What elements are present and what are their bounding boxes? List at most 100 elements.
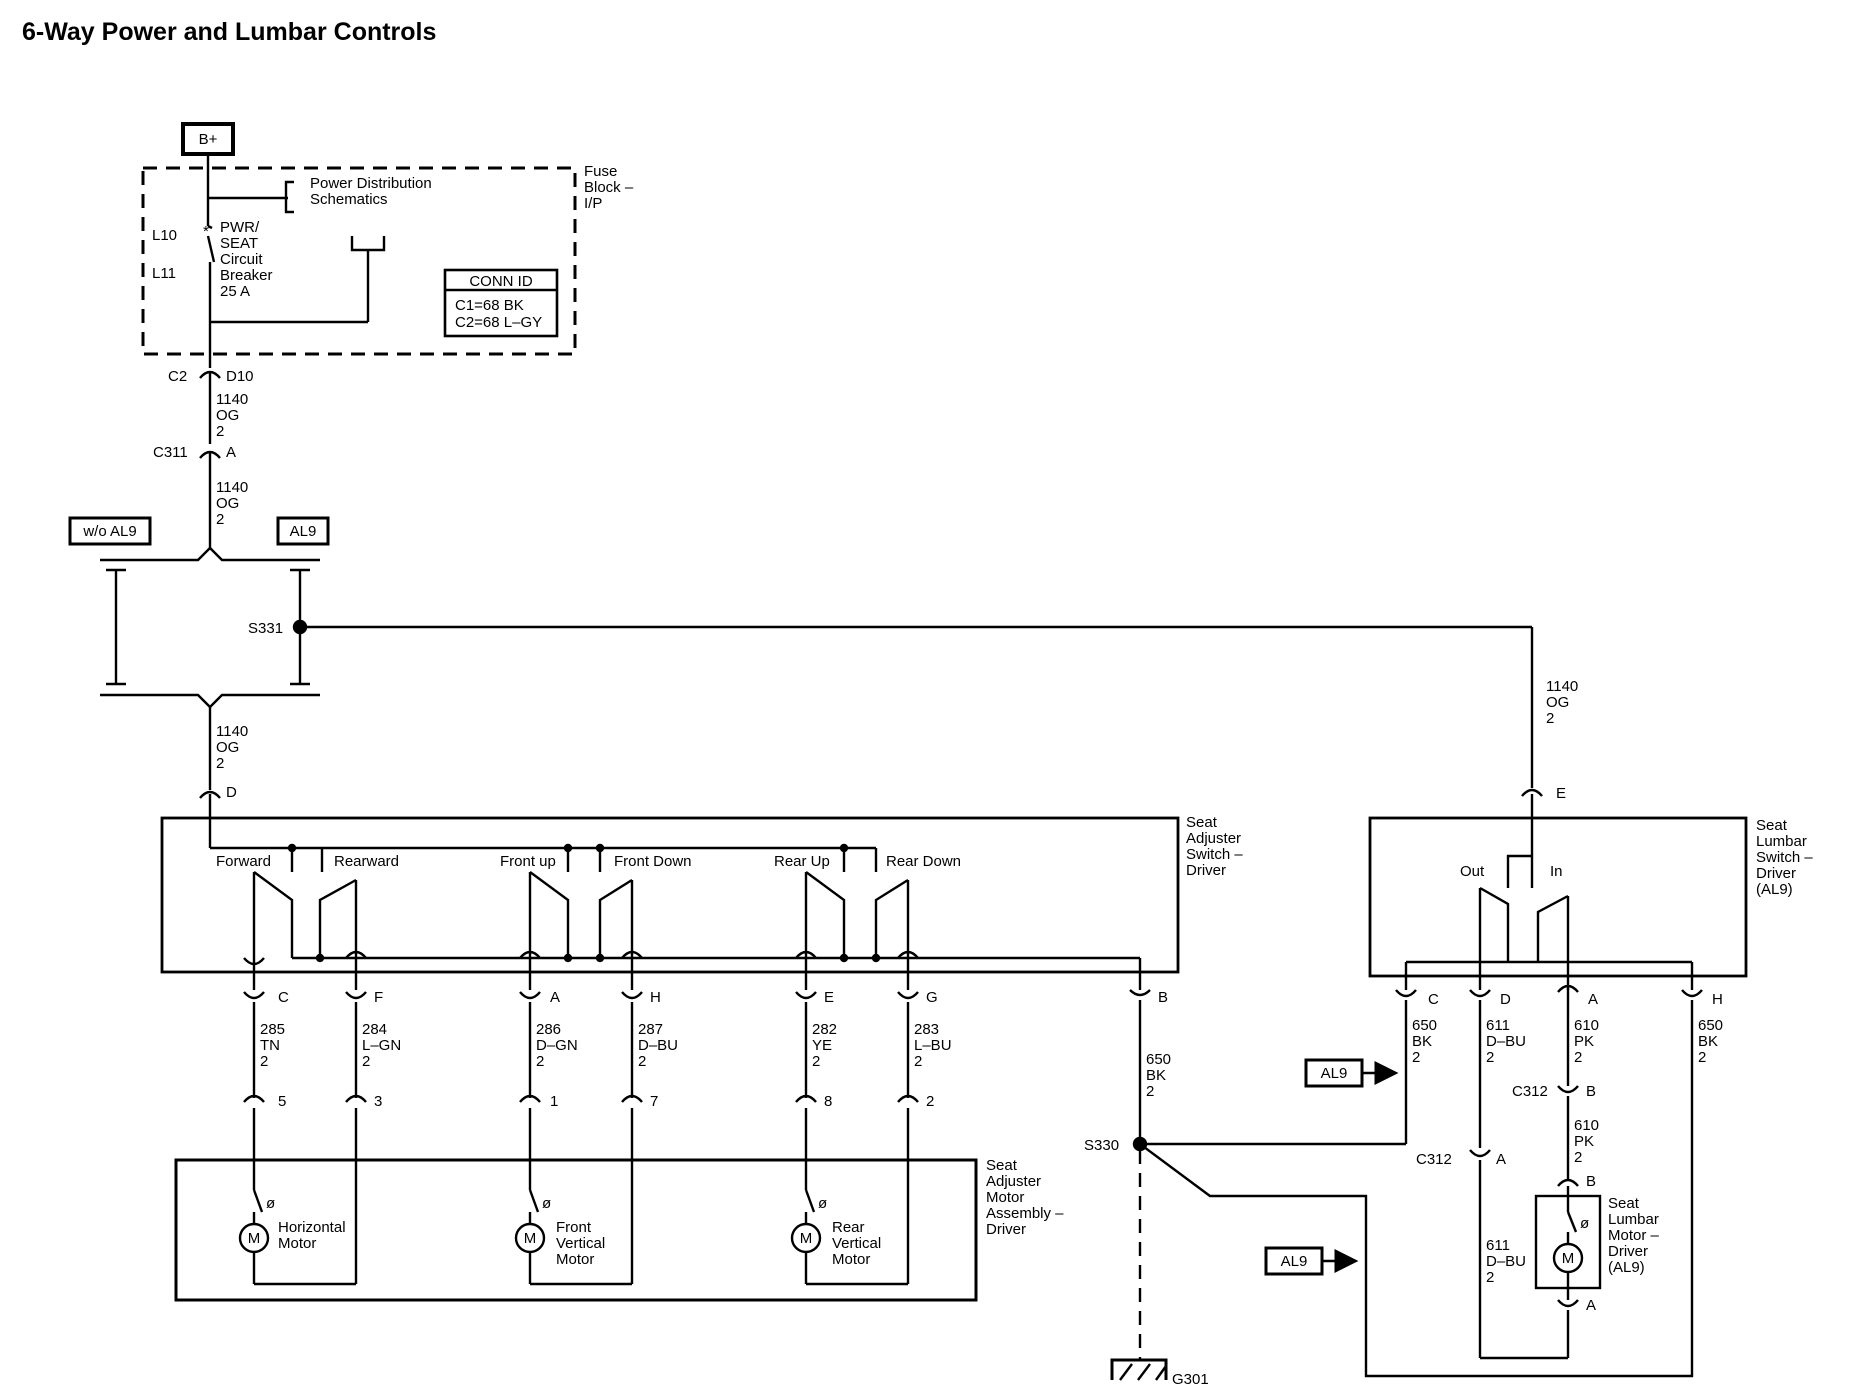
svg-text:2: 2 <box>362 1053 370 1070</box>
svg-text:Block –: Block – <box>584 179 634 196</box>
motor-wire-columns <box>243 872 1151 1103</box>
switch-pos-front-up: Front up <box>500 853 556 870</box>
svg-text:Motor: Motor <box>278 1235 316 1252</box>
svg-text:650: 650 <box>1412 1017 1437 1034</box>
svg-text:2: 2 <box>260 1053 268 1070</box>
svg-text:L11: L11 <box>152 265 176 282</box>
svg-text:OG: OG <box>1546 694 1569 711</box>
svg-text:Switch –: Switch – <box>1186 846 1243 863</box>
svg-text:C312: C312 <box>1416 1151 1452 1168</box>
svg-text:1140: 1140 <box>1546 678 1578 695</box>
svg-text:7: 7 <box>650 1093 658 1110</box>
horizontal-motor: ø M Horizontal Motor <box>238 1189 356 1286</box>
svg-text:Rear: Rear <box>832 1219 865 1236</box>
svg-text:610: 610 <box>1574 1017 1599 1034</box>
motor-icon: M <box>800 1230 813 1247</box>
svg-text:2: 2 <box>216 423 224 440</box>
svg-text:8: 8 <box>824 1093 832 1110</box>
svg-text:Switch –: Switch – <box>1756 849 1813 866</box>
svg-text:2: 2 <box>926 1093 934 1110</box>
svg-text:D10: D10 <box>226 368 254 385</box>
svg-text:Driver: Driver <box>1186 862 1226 879</box>
svg-text:S331: S331 <box>248 620 283 637</box>
svg-text:PK: PK <box>1574 1033 1594 1050</box>
svg-text:L–BU: L–BU <box>914 1037 952 1054</box>
svg-text:D: D <box>226 784 237 801</box>
svg-text:Fuse: Fuse <box>584 163 617 180</box>
svg-text:C2=68 L–GY: C2=68 L–GY <box>455 314 542 331</box>
svg-text:C: C <box>278 989 289 1006</box>
svg-text:611: 611 <box>1486 1237 1510 1254</box>
svg-text:B: B <box>1158 989 1168 1006</box>
svg-text:Front: Front <box>556 1219 592 1236</box>
svg-text:2: 2 <box>1698 1049 1706 1066</box>
svg-text:OG: OG <box>216 407 239 424</box>
svg-text:610: 610 <box>1574 1117 1599 1134</box>
svg-text:2: 2 <box>536 1053 544 1070</box>
svg-text:25 A: 25 A <box>220 283 250 300</box>
svg-text:C: C <box>1428 991 1439 1008</box>
svg-text:AL9: AL9 <box>1281 1253 1308 1270</box>
svg-text:2: 2 <box>914 1053 922 1070</box>
svg-text:Lumbar: Lumbar <box>1608 1211 1659 1228</box>
svg-text:TN: TN <box>260 1037 280 1054</box>
seat-adjuster-motor-assembly: Seat Adjuster Motor Assembly – Driver ø … <box>174 1108 1064 1302</box>
splice-s330: S330 <box>1084 1136 1148 1154</box>
svg-text:C311: C311 <box>153 444 188 461</box>
svg-text:PK: PK <box>1574 1133 1594 1150</box>
svg-text:(AL9): (AL9) <box>1756 881 1793 898</box>
page-title: 6-Way Power and Lumbar Controls <box>22 18 437 46</box>
svg-text:L–GN: L–GN <box>362 1037 401 1054</box>
connector-c311: C311 A <box>153 444 236 548</box>
svg-text:650: 650 <box>1146 1051 1171 1068</box>
svg-text:S330: S330 <box>1084 1137 1119 1154</box>
svg-text:650: 650 <box>1698 1017 1723 1034</box>
svg-text:E: E <box>824 989 834 1006</box>
seat-lumbar-motor: B ø M A Seat Lumbar Motor – Driver (AL9) <box>1534 1173 1660 1358</box>
svg-text:Vertical: Vertical <box>832 1235 881 1252</box>
svg-text:In: In <box>1550 863 1563 880</box>
front-vertical-motor: ø M Front Vertical Motor <box>514 1189 632 1286</box>
svg-text:SEAT: SEAT <box>220 235 258 252</box>
svg-text:1140: 1140 <box>216 723 248 740</box>
svg-text:286: 286 <box>536 1021 561 1038</box>
svg-text:Seat: Seat <box>986 1157 1018 1174</box>
svg-text:H: H <box>1712 991 1723 1008</box>
svg-text:2: 2 <box>1146 1083 1154 1100</box>
breaker-star-icon: * <box>203 223 209 240</box>
svg-text:BK: BK <box>1412 1033 1432 1050</box>
svg-text:L10: L10 <box>152 227 177 244</box>
rear-vertical-motor: ø M Rear Vertical Motor <box>790 1189 908 1286</box>
svg-text:Driver: Driver <box>1756 865 1796 882</box>
power-source-b-plus: B+ <box>181 122 235 156</box>
svg-text:3: 3 <box>374 1093 382 1110</box>
svg-text:Breaker: Breaker <box>220 267 273 284</box>
svg-text:D–BU: D–BU <box>1486 1253 1526 1270</box>
ground-g301: G301 <box>1110 1358 1209 1388</box>
svg-text:C2: C2 <box>168 368 187 385</box>
fuse-block-ip: Power Distribution Schematics Fuse Block… <box>141 163 634 356</box>
svg-text:G: G <box>926 989 938 1006</box>
svg-text:A: A <box>1588 991 1598 1008</box>
switch-pos-rear-down: Rear Down <box>886 853 961 870</box>
seat-adjuster-switch: Seat Adjuster Switch – Driver Forward Re… <box>160 814 1243 990</box>
svg-text:G301: G301 <box>1172 1371 1209 1388</box>
splice-s331: S331 <box>248 619 308 637</box>
svg-text:283: 283 <box>914 1021 939 1038</box>
al9-flag-2: AL9 <box>1264 1246 1359 1276</box>
motor-icon: M <box>1562 1250 1575 1267</box>
thermal-breaker-icon: ø <box>818 1195 827 1212</box>
svg-text:BK: BK <box>1146 1067 1166 1084</box>
svg-text:1: 1 <box>550 1093 558 1110</box>
svg-text:2: 2 <box>1574 1049 1582 1066</box>
svg-text:2: 2 <box>216 511 224 528</box>
svg-text:A: A <box>1496 1151 1506 1168</box>
svg-text:2: 2 <box>1574 1149 1582 1166</box>
svg-text:Lumbar: Lumbar <box>1756 833 1807 850</box>
svg-text:C1=68 BK: C1=68 BK <box>455 297 524 314</box>
option-label-al9: AL9 <box>276 516 330 546</box>
svg-text:H: H <box>650 989 661 1006</box>
svg-text:Schematics: Schematics <box>310 191 388 208</box>
svg-text:B+: B+ <box>199 131 218 148</box>
svg-text:B: B <box>1586 1173 1596 1190</box>
